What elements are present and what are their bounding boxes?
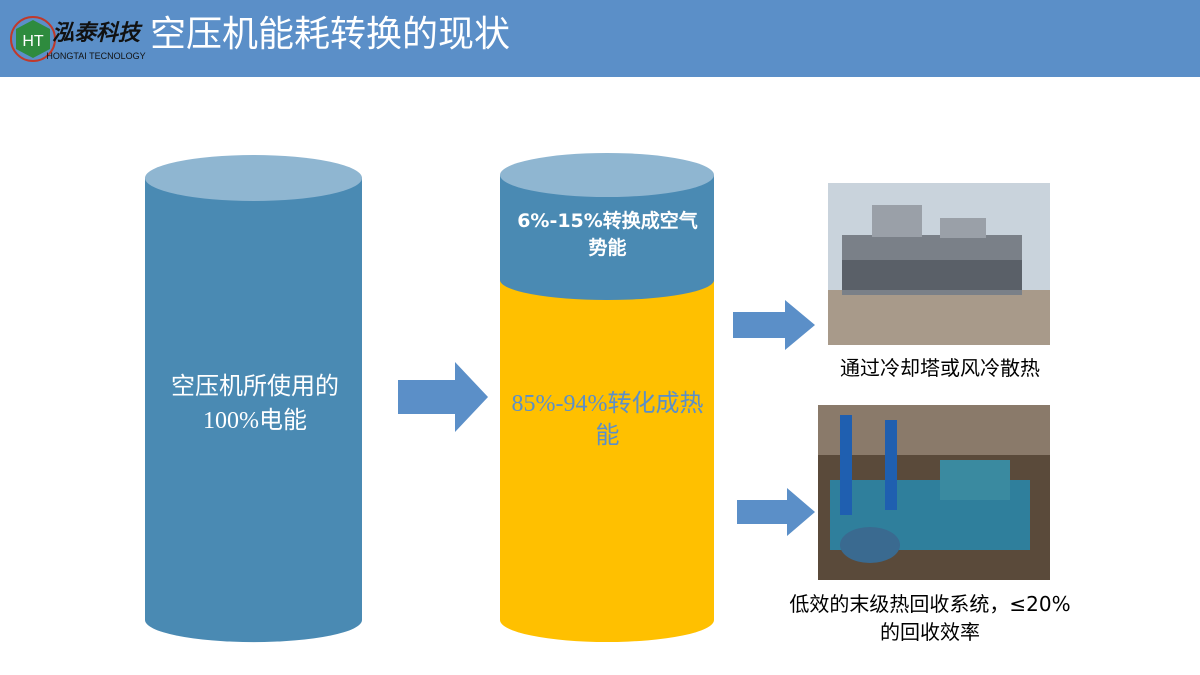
cooling-tower-photo — [828, 183, 1050, 345]
left-cylinder — [145, 155, 362, 643]
cooling-caption: 通过冷却塔或风冷散热 — [840, 356, 1040, 380]
arrow-to-cooling — [733, 300, 815, 350]
svg-text:泓泰科技: 泓泰科技 — [52, 21, 143, 46]
recovery-caption: 低效的末级热回收系统，≤20%的回收效率 — [789, 592, 1071, 644]
arrow-to-recovery — [737, 488, 815, 536]
svg-text:HONGTAI TECNOLOGY: HONGTAI TECNOLOGY — [46, 51, 145, 61]
heat-recovery-equipment-photo — [818, 405, 1050, 580]
heat-energy-label: 85%-94%转化成热能 — [511, 391, 704, 449]
company-logo: HT 泓泰科技 HONGTAI TECNOLOGY — [10, 16, 146, 62]
page-title: 空压机能耗转换的现状 — [150, 14, 511, 55]
main-arrow — [398, 362, 488, 432]
header-bar: HT 泓泰科技 HONGTAI TECNOLOGY 空压机能耗转换的现状 — [0, 0, 1200, 77]
air-energy-label: 6%-15%转换成空气势能 — [517, 210, 698, 259]
svg-text:HT: HT — [22, 33, 44, 50]
right-cylinder — [500, 153, 714, 642]
left-cylinder-label: 空压机所使用的100%电能 — [171, 374, 339, 434]
